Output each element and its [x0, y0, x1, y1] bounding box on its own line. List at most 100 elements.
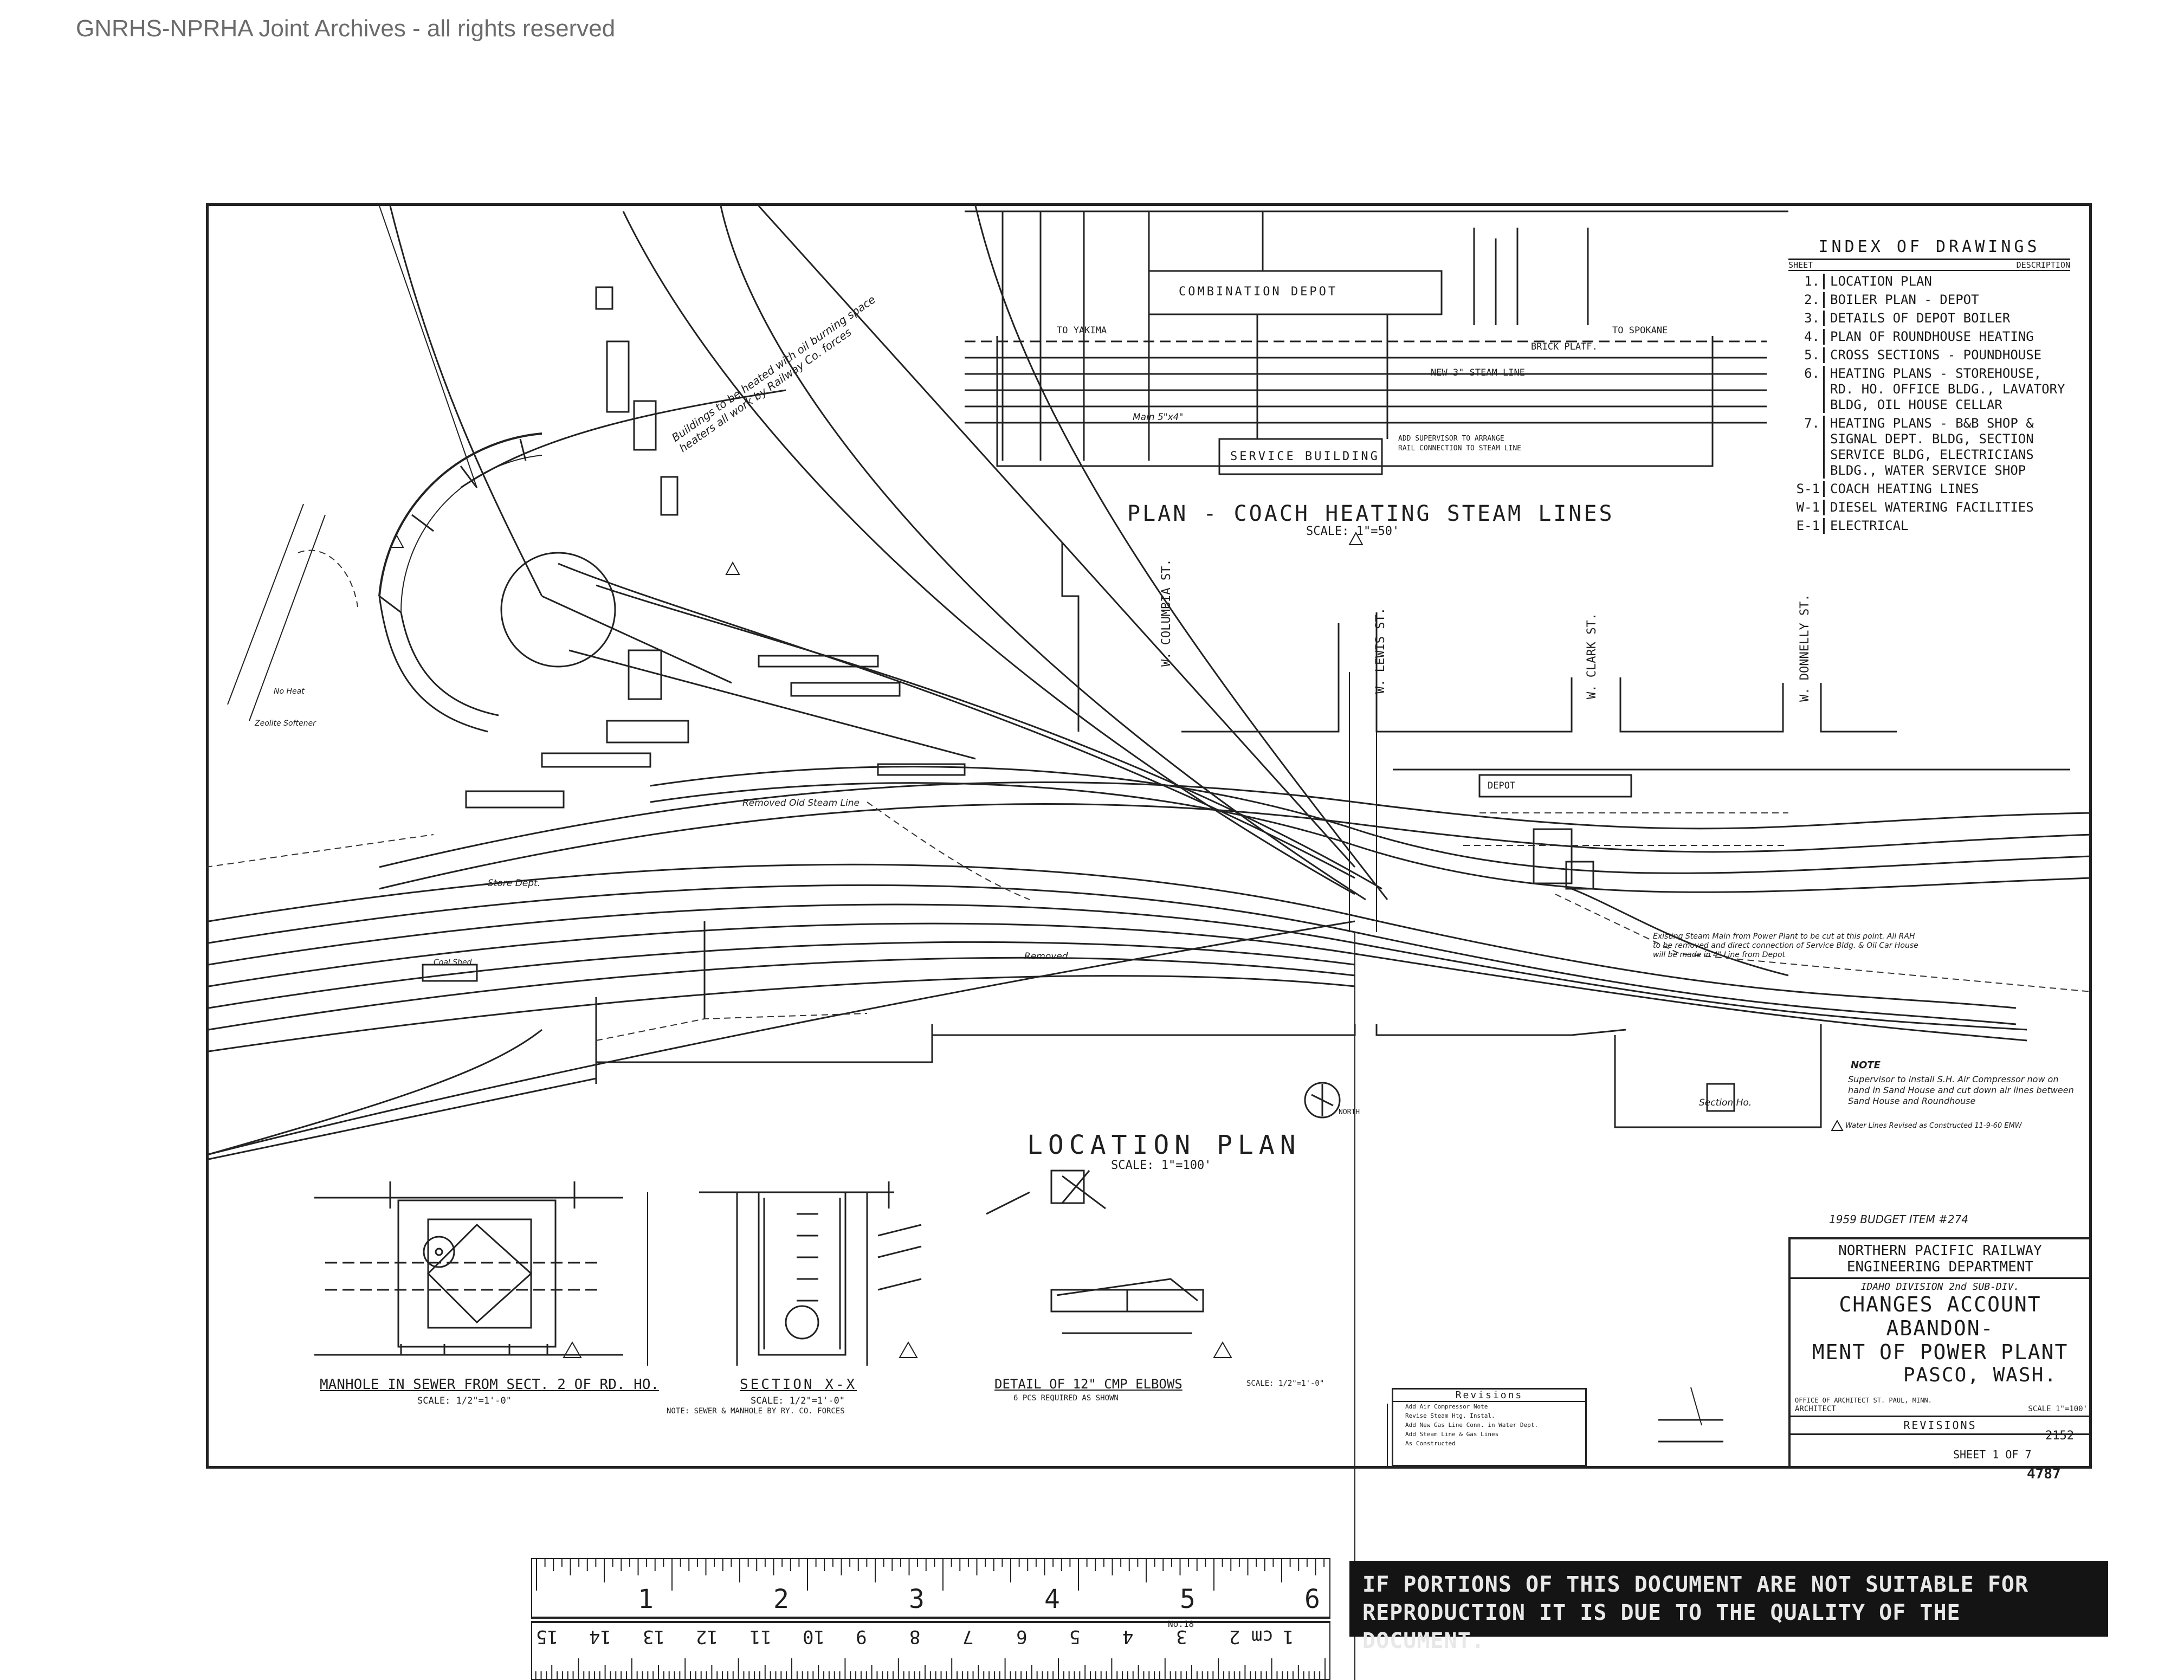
elbows-note: 6 PCS REQUIRED AS SHOWN: [1013, 1394, 1119, 1403]
ruler-cm-label: 10: [803, 1626, 825, 1647]
index-sheet-no: 2.: [1788, 292, 1825, 308]
index-sheet-no: 6.: [1788, 366, 1825, 413]
index-row: 5.CROSS SECTIONS - POUNDHOUSE: [1788, 347, 2070, 363]
street-label: W. LEWIS ST.: [1374, 608, 1387, 694]
index-col-sheet: SHEET: [1788, 260, 1813, 270]
revision-row: Add New Gas Line Conn. in Water Dept.: [1405, 1421, 1539, 1429]
ruler-inch-label: 2: [773, 1584, 789, 1614]
street-label: W. CLARK ST.: [1585, 613, 1599, 699]
department-name: ENGINEERING DEPARTMENT: [1846, 1259, 2034, 1275]
revision-row: As Constructed: [1405, 1440, 1456, 1447]
revision-row: Add Steam Line & Gas Lines: [1405, 1431, 1499, 1438]
revisions-box-title: Revisions: [1393, 1390, 1585, 1402]
zeolite-label: Zeolite Softener: [255, 719, 316, 728]
title-block: NORTHERN PACIFIC RAILWAY ENGINEERING DEP…: [1788, 1237, 2092, 1469]
location-plan-scale: SCALE: 1"=100': [1111, 1159, 1212, 1172]
division: IDAHO DIVISION 2nd SUB-DIV.: [1860, 1281, 2020, 1293]
title-block-footer: ARCHITECT SCALE 1"=100': [1795, 1405, 2088, 1413]
index-of-drawings: INDEX OF DRAWINGS SHEET DESCRIPTION 1. LO…: [1788, 237, 2070, 534]
revision-row: Add Air Compressor Note: [1405, 1403, 1488, 1410]
to-yakima-label: TO YAKIMA: [1057, 325, 1107, 336]
ruler-inch-label: 5: [1180, 1584, 1196, 1614]
ruler-cm-label: 12: [696, 1626, 719, 1647]
main-size-label: Main 5"x4": [1133, 412, 1184, 423]
index-sheet-no: 7.: [1788, 416, 1825, 479]
scale-label: SCALE 1"=100': [2028, 1405, 2088, 1413]
index-row: 6.HEATING PLANS - STOREHOUSE, RD. HO. OF…: [1788, 366, 2070, 413]
index-desc: HEATING PLANS - STOREHOUSE, RD. HO. OFFI…: [1830, 366, 2065, 412]
index-row: 7.HEATING PLANS - B&B SHOP & SIGNAL DEPT…: [1788, 416, 2070, 479]
rail-connection-label: RAIL CONNECTION TO STEAM LINE: [1398, 444, 1521, 453]
to-spokane-label: TO SPOKANE: [1612, 325, 1668, 336]
ruler-cm-label: 9: [856, 1626, 867, 1647]
drawing-title-line-1: CHANGES ACCOUNT ABANDON-: [1839, 1293, 2041, 1340]
street-label: W. DONNELLY ST.: [1798, 594, 1812, 702]
drawing-location: PASCO, WASH.: [1903, 1364, 2057, 1386]
ruler-brand: No.18: [1168, 1619, 1194, 1629]
brick-platform-label: BRICK PLATF.: [1531, 341, 1598, 352]
revision-row: Revise Steam Htg. Instal.: [1405, 1412, 1495, 1419]
manhole-title: MANHOLE IN SEWER FROM SECT. 2 OF RD. HO.: [320, 1377, 660, 1393]
drawing-title-line-2: MENT OF POWER PLANT: [1812, 1340, 2069, 1364]
section-house-label: Section Ho.: [1699, 1097, 1752, 1108]
index-title: INDEX OF DRAWINGS: [1788, 237, 2070, 260]
scale-ruler: [531, 1558, 1330, 1680]
manhole-note: NOTE: SEWER & MANHOLE BY RY. CO. FORCES: [667, 1407, 845, 1416]
index-column-headers: SHEET DESCRIPTION: [1788, 260, 2070, 271]
architect-label: ARCHITECT: [1795, 1405, 1836, 1413]
ruler-cm-label: 1: [1282, 1626, 1294, 1647]
removed-steam-label: Removed Old Steam Line: [742, 798, 860, 809]
ruler-cm-label: 8: [909, 1626, 921, 1647]
elbows-scale: SCALE: 1/2"=1'-0": [1246, 1379, 1324, 1388]
index-desc: DETAILS OF DEPOT BOILER: [1830, 311, 2011, 326]
service-building-label: SERVICE BUILDING: [1230, 450, 1380, 463]
combination-depot-label: COMBINATION DEPOT: [1179, 285, 1338, 299]
index-sheet-no: S-1: [1788, 481, 1825, 497]
new-steam-line-label: NEW 3" STEAM LINE: [1431, 367, 1525, 378]
job-number: 2152: [2045, 1429, 2074, 1443]
index-sheet-no: 1.: [1788, 274, 1825, 289]
ruler-cm-label: 13: [642, 1626, 665, 1647]
index-sheet-no: W-1: [1788, 500, 1825, 515]
index-sheet-no: 3.: [1788, 311, 1825, 326]
index-row: E-1 ELECTRICAL: [1788, 518, 2070, 534]
ruler-cm-label: 5: [1069, 1626, 1081, 1647]
elbows-title: DETAIL OF 12" CMP ELBOWS: [994, 1377, 1183, 1392]
index-desc: ELECTRICAL: [1830, 518, 1909, 533]
reproduction-notice: IF PORTIONS OF THIS DOCUMENT ARE NOT SUI…: [1349, 1561, 2108, 1653]
note-title: NOTE: [1851, 1059, 1881, 1071]
index-col-description: DESCRIPTION: [2016, 260, 2070, 270]
no-heat-label: No Heat: [274, 687, 305, 696]
removed-label: Removed: [1024, 951, 1068, 962]
add-supervisor-label: ADD SUPERVISOR TO ARRANGE: [1398, 435, 1504, 443]
index-desc: CROSS SECTIONS - POUNDHOUSE: [1830, 347, 2042, 363]
note-text: Supervisor to install S.H. Air Compresso…: [1848, 1074, 2074, 1106]
index-desc: PLAN OF ROUNDHOUSE HEATING: [1830, 329, 2034, 344]
water-lines-note: Water Lines Revised as Constructed 11-9-…: [1845, 1122, 2022, 1130]
index-desc: HEATING PLANS - B&B SHOP & SIGNAL DEPT. …: [1830, 416, 2034, 478]
ruler-cm-label: 3: [1175, 1626, 1187, 1647]
ruler-cm-label: 7: [962, 1626, 974, 1647]
budget-item: 1959 BUDGET ITEM #274: [1829, 1213, 1969, 1226]
index-sheet-no: E-1: [1788, 518, 1825, 534]
ruler-inch-label: 6: [1304, 1584, 1320, 1614]
north-label: NORTH: [1339, 1108, 1360, 1116]
ruler-cm-label: 6: [1016, 1626, 1028, 1647]
ruler-cm-label: 4: [1122, 1626, 1134, 1647]
archive-watermark: GNRHS-NPRHA Joint Archives - all rights …: [76, 15, 616, 42]
company-name: NORTHERN PACIFIC RAILWAY: [1838, 1243, 2042, 1259]
depot-label: DEPOT: [1488, 780, 1516, 791]
section-title: SECTION X-X: [740, 1377, 857, 1393]
location-plan-title: LOCATION PLAN: [1027, 1130, 1301, 1160]
section-scale: SCALE: 1/2"=1'-0": [751, 1395, 845, 1406]
revisions-header: REVISIONS: [1791, 1416, 2090, 1435]
index-row: 4.PLAN OF ROUNDHOUSE HEATING: [1788, 329, 2070, 345]
index-row: 3. DETAILS OF DEPOT BOILER: [1788, 311, 2070, 326]
index-desc: LOCATION PLAN: [1830, 274, 1932, 289]
ruler-inch-label: 3: [909, 1584, 925, 1614]
store-dept-label: Store Dept.: [488, 878, 541, 889]
manhole-scale: SCALE: 1/2"=1'-0": [417, 1395, 512, 1406]
